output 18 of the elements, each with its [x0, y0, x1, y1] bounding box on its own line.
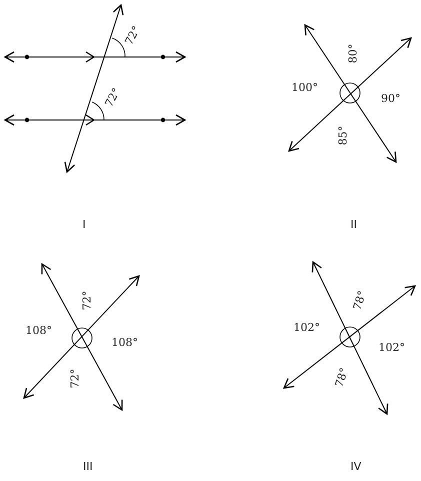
- angle-label: 108°: [26, 324, 52, 336]
- angle-label: 72°: [123, 24, 142, 46]
- angle-label: 72°: [69, 368, 80, 388]
- angle-label: 85°: [337, 125, 348, 145]
- angle-label: 102°: [294, 322, 320, 332]
- angle-label: 72°: [81, 290, 92, 310]
- angle-label: 78°: [334, 366, 350, 388]
- angle-label: 80°: [347, 43, 358, 63]
- figure-number: III: [83, 460, 93, 472]
- figure-number: II: [350, 218, 357, 230]
- angle-label: 78°: [352, 289, 368, 311]
- angle-label: 102°: [378, 342, 405, 352]
- angle-label: 108°: [112, 336, 138, 348]
- figure-number: IV: [350, 460, 362, 472]
- figure-number: I: [82, 218, 86, 230]
- angle-label: 72°: [103, 86, 122, 108]
- angle-label: 90°: [381, 92, 400, 104]
- angle-label: 100°: [292, 82, 318, 92]
